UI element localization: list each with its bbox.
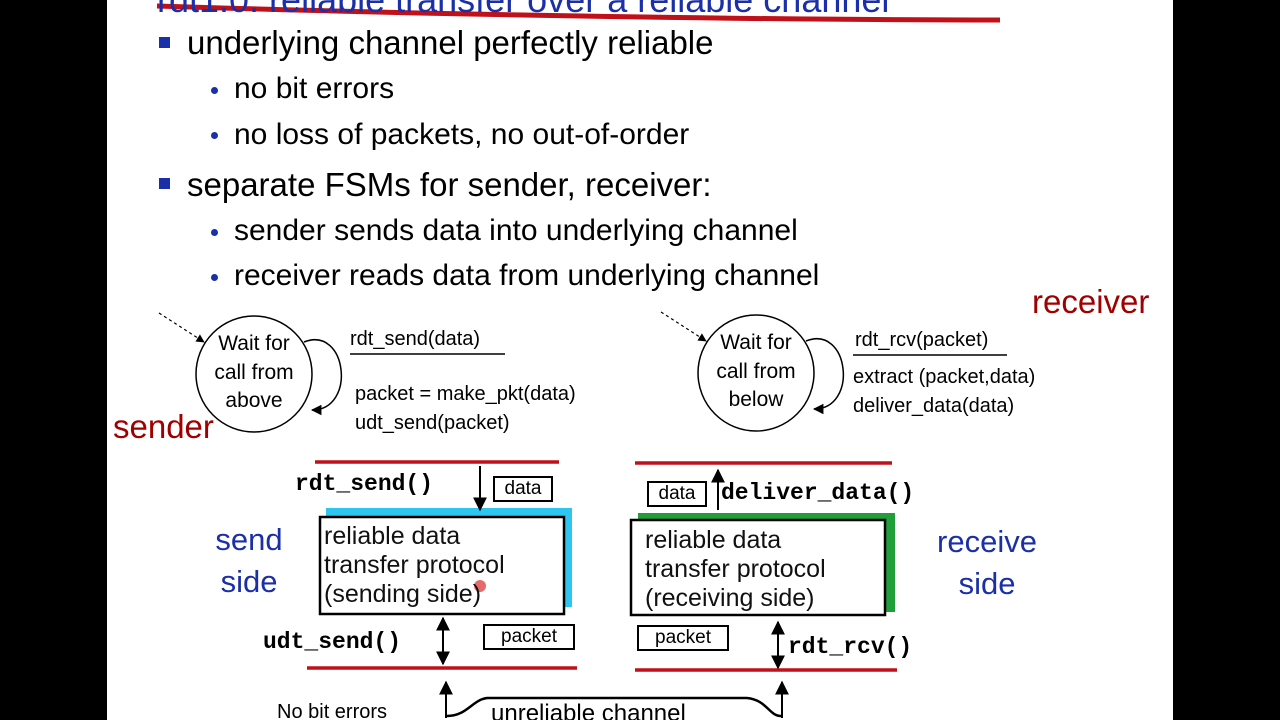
send-rdt-send-call: rdt_send() xyxy=(295,471,434,497)
receiver-initial-arrow xyxy=(660,311,707,342)
receiver-state-line-3: below xyxy=(728,388,784,411)
bullet-1-sub-1: no bit errors xyxy=(234,72,395,105)
bullet-square-2 xyxy=(159,178,170,189)
sender-event: rdt_send(data) xyxy=(350,328,481,350)
receive-side-label-2: side xyxy=(958,566,1016,601)
sub-bullet-dot xyxy=(211,229,218,236)
send-side-label-2: side xyxy=(220,564,278,599)
bullet-2-text: separate FSMs for sender, receiver: xyxy=(187,166,712,203)
receive-packet-box: packet xyxy=(637,625,729,651)
send-protocol-box xyxy=(318,515,566,616)
sender-state-circle xyxy=(195,315,313,433)
bullet-1-text: underlying channel perfectly reliable xyxy=(187,24,714,61)
bullet-square-1 xyxy=(159,37,170,48)
receive-protocol-box xyxy=(629,518,887,617)
sub-bullet-dot xyxy=(211,274,218,281)
receive-rdt-rcv-call: rdt_rcv() xyxy=(788,634,913,660)
send-protocol-line-1: reliable data xyxy=(324,522,461,550)
diagram-canvas xyxy=(156,3,1007,718)
send-data-box: data xyxy=(493,476,553,502)
sender-label: sender xyxy=(113,408,214,445)
channel-label: unreliable channel xyxy=(491,700,686,720)
sender-action-1: packet = make_pkt(data) xyxy=(355,383,576,405)
send-udt-send-call: udt_send() xyxy=(263,629,402,655)
receiver-event: rdt_rcv(packet) xyxy=(855,329,989,351)
receive-data-box: data xyxy=(647,481,707,507)
receiver-state-circle xyxy=(697,314,815,432)
send-protocol-line-3: (sending side) xyxy=(324,580,482,608)
sender-state-line-2: call from xyxy=(214,361,294,384)
receive-protocol-line-2: transfer protocol xyxy=(645,555,826,583)
bullet-2-sub-1: sender sends data into underlying channe… xyxy=(234,214,798,247)
receiver-state-line-1: Wait for xyxy=(720,331,792,354)
receive-deliver-data-call: deliver_data() xyxy=(721,480,915,506)
send-packet-box: packet xyxy=(483,624,575,650)
receive-protocol-line-3: (receiving side) xyxy=(645,584,815,612)
sub-bullet-dot xyxy=(211,87,218,94)
receiver-self-loop xyxy=(805,338,845,415)
sender-state-line-3: above xyxy=(225,389,283,412)
bullet-2-sub-2: receiver reads data from underlying chan… xyxy=(234,259,820,292)
receive-protocol-line-1: reliable data xyxy=(645,526,782,554)
channel-pipe xyxy=(446,696,782,718)
channel-note: No bit errors xyxy=(277,701,388,720)
title-underline xyxy=(156,3,1001,23)
sender-initial-arrow xyxy=(158,312,205,343)
sender-self-loop xyxy=(303,339,343,416)
receiver-label: receiver xyxy=(1032,283,1150,320)
send-side-label-1: send xyxy=(215,522,283,557)
receiver-state-line-2: call from xyxy=(716,360,796,383)
bullet-1-sub-2: no loss of packets, no out-of-order xyxy=(234,118,690,151)
sub-bullet-dot xyxy=(211,132,218,139)
cursor-dot xyxy=(474,580,486,592)
receive-side-label-1: receive xyxy=(937,524,1037,559)
sender-action-2: udt_send(packet) xyxy=(355,412,510,434)
receiver-action-2: deliver_data(data) xyxy=(853,395,1015,417)
send-protocol-line-2: transfer protocol xyxy=(324,551,505,579)
receiver-action-1: extract (packet,data) xyxy=(853,366,1036,388)
sender-state-line-1: Wait for xyxy=(218,332,290,355)
